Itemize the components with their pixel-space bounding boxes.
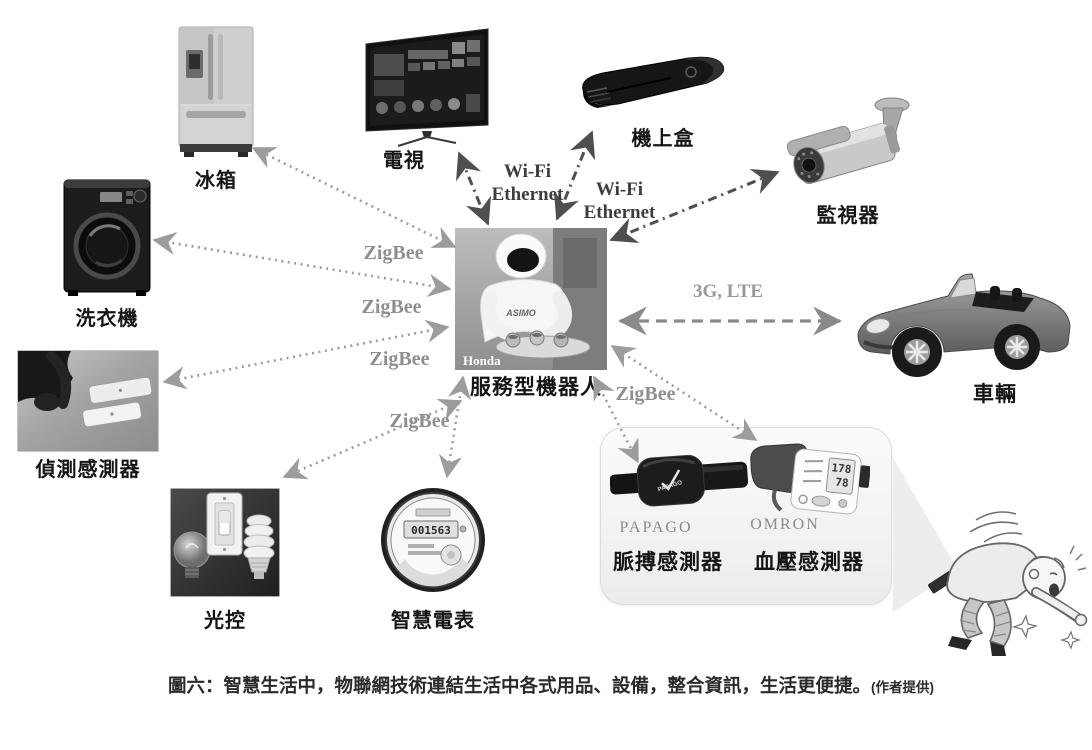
light-control-image bbox=[170, 488, 280, 597]
wifi-link-camera bbox=[609, 169, 780, 243]
bp-display-mid: 78 bbox=[835, 476, 850, 490]
beam-shape bbox=[893, 458, 958, 612]
zigbee-label-1: ZigBee bbox=[363, 242, 424, 264]
camera-label: 監視器 bbox=[816, 205, 880, 227]
light-control-label: 光控 bbox=[204, 610, 246, 632]
camera-image bbox=[786, 97, 910, 185]
door-sensor-label: 偵測感測器 bbox=[35, 459, 141, 481]
bp-display-top: 178 bbox=[831, 461, 852, 476]
zigbee-link-washer bbox=[152, 232, 452, 297]
zigbee-label-3: ZigBee bbox=[369, 348, 430, 370]
settop-box-image bbox=[582, 56, 725, 108]
tv-image bbox=[365, 28, 489, 147]
washer-image bbox=[63, 179, 151, 296]
zigbee-link-door-sensor bbox=[162, 319, 450, 390]
door-sensor-image bbox=[17, 350, 159, 452]
smart-meter-label: 智慧電表 bbox=[391, 610, 475, 632]
zigbee-link-bp bbox=[610, 344, 758, 442]
caption-credit: (作者提供) bbox=[871, 680, 935, 695]
wifi-ethernet-label-1: Wi-Fi Ethernet bbox=[491, 161, 564, 205]
washer-label: 洗衣機 bbox=[75, 308, 139, 330]
caption-text: 圖六：智慧生活中，物聯網技術連結生活中各式用品、設備，整合資訊，生活更便捷。 bbox=[168, 675, 872, 696]
figure-caption: 圖六：智慧生活中，物聯網技術連結生活中各式用品、設備，整合資訊，生活更便捷。(作… bbox=[168, 672, 934, 698]
robot-chest-logo: ASIMO bbox=[505, 308, 536, 318]
cellular-label: 3G, LTE bbox=[692, 281, 764, 302]
car-image bbox=[857, 273, 1071, 377]
zigbee-label-4: ZigBee bbox=[389, 410, 450, 432]
service-robot-label: 服務型機器人 bbox=[470, 376, 602, 399]
service-robot-image: ASIMO Honda bbox=[455, 228, 607, 370]
zigbee-label-2: ZigBee bbox=[361, 296, 422, 318]
falling-elderly-illustration bbox=[946, 511, 1088, 656]
car-label: 車輛 bbox=[973, 383, 1017, 406]
robot-photo-brand: Honda bbox=[463, 353, 501, 368]
wifi-ethernet-label-2: Wi-Fi Ethernet bbox=[583, 179, 656, 223]
bp-monitor-label: 血壓感測器 bbox=[754, 551, 864, 574]
pulse-sensor-image: PAPAGO bbox=[610, 454, 749, 507]
wifi-link-tv bbox=[456, 151, 491, 226]
fridge-label: 冰箱 bbox=[195, 170, 237, 192]
zigbee-label-5: ZigBee bbox=[615, 383, 676, 405]
fridge-image bbox=[178, 26, 254, 157]
pulse-sensor-label: 脈搏感測器 bbox=[613, 551, 723, 574]
pulse-brand-text: PAPAGO bbox=[619, 519, 693, 536]
wifi-link-settop bbox=[553, 130, 596, 221]
settop-box-label: 機上盒 bbox=[631, 128, 695, 150]
bp-monitor-image: 178 78 bbox=[750, 443, 870, 515]
smart-meter-image: 001563 bbox=[381, 488, 485, 592]
zigbee-link-pulse bbox=[592, 375, 640, 464]
zigbee-link-fridge bbox=[251, 146, 457, 249]
bp-brand-text: OMRON bbox=[750, 516, 820, 533]
meter-reading: 001563 bbox=[411, 524, 451, 537]
